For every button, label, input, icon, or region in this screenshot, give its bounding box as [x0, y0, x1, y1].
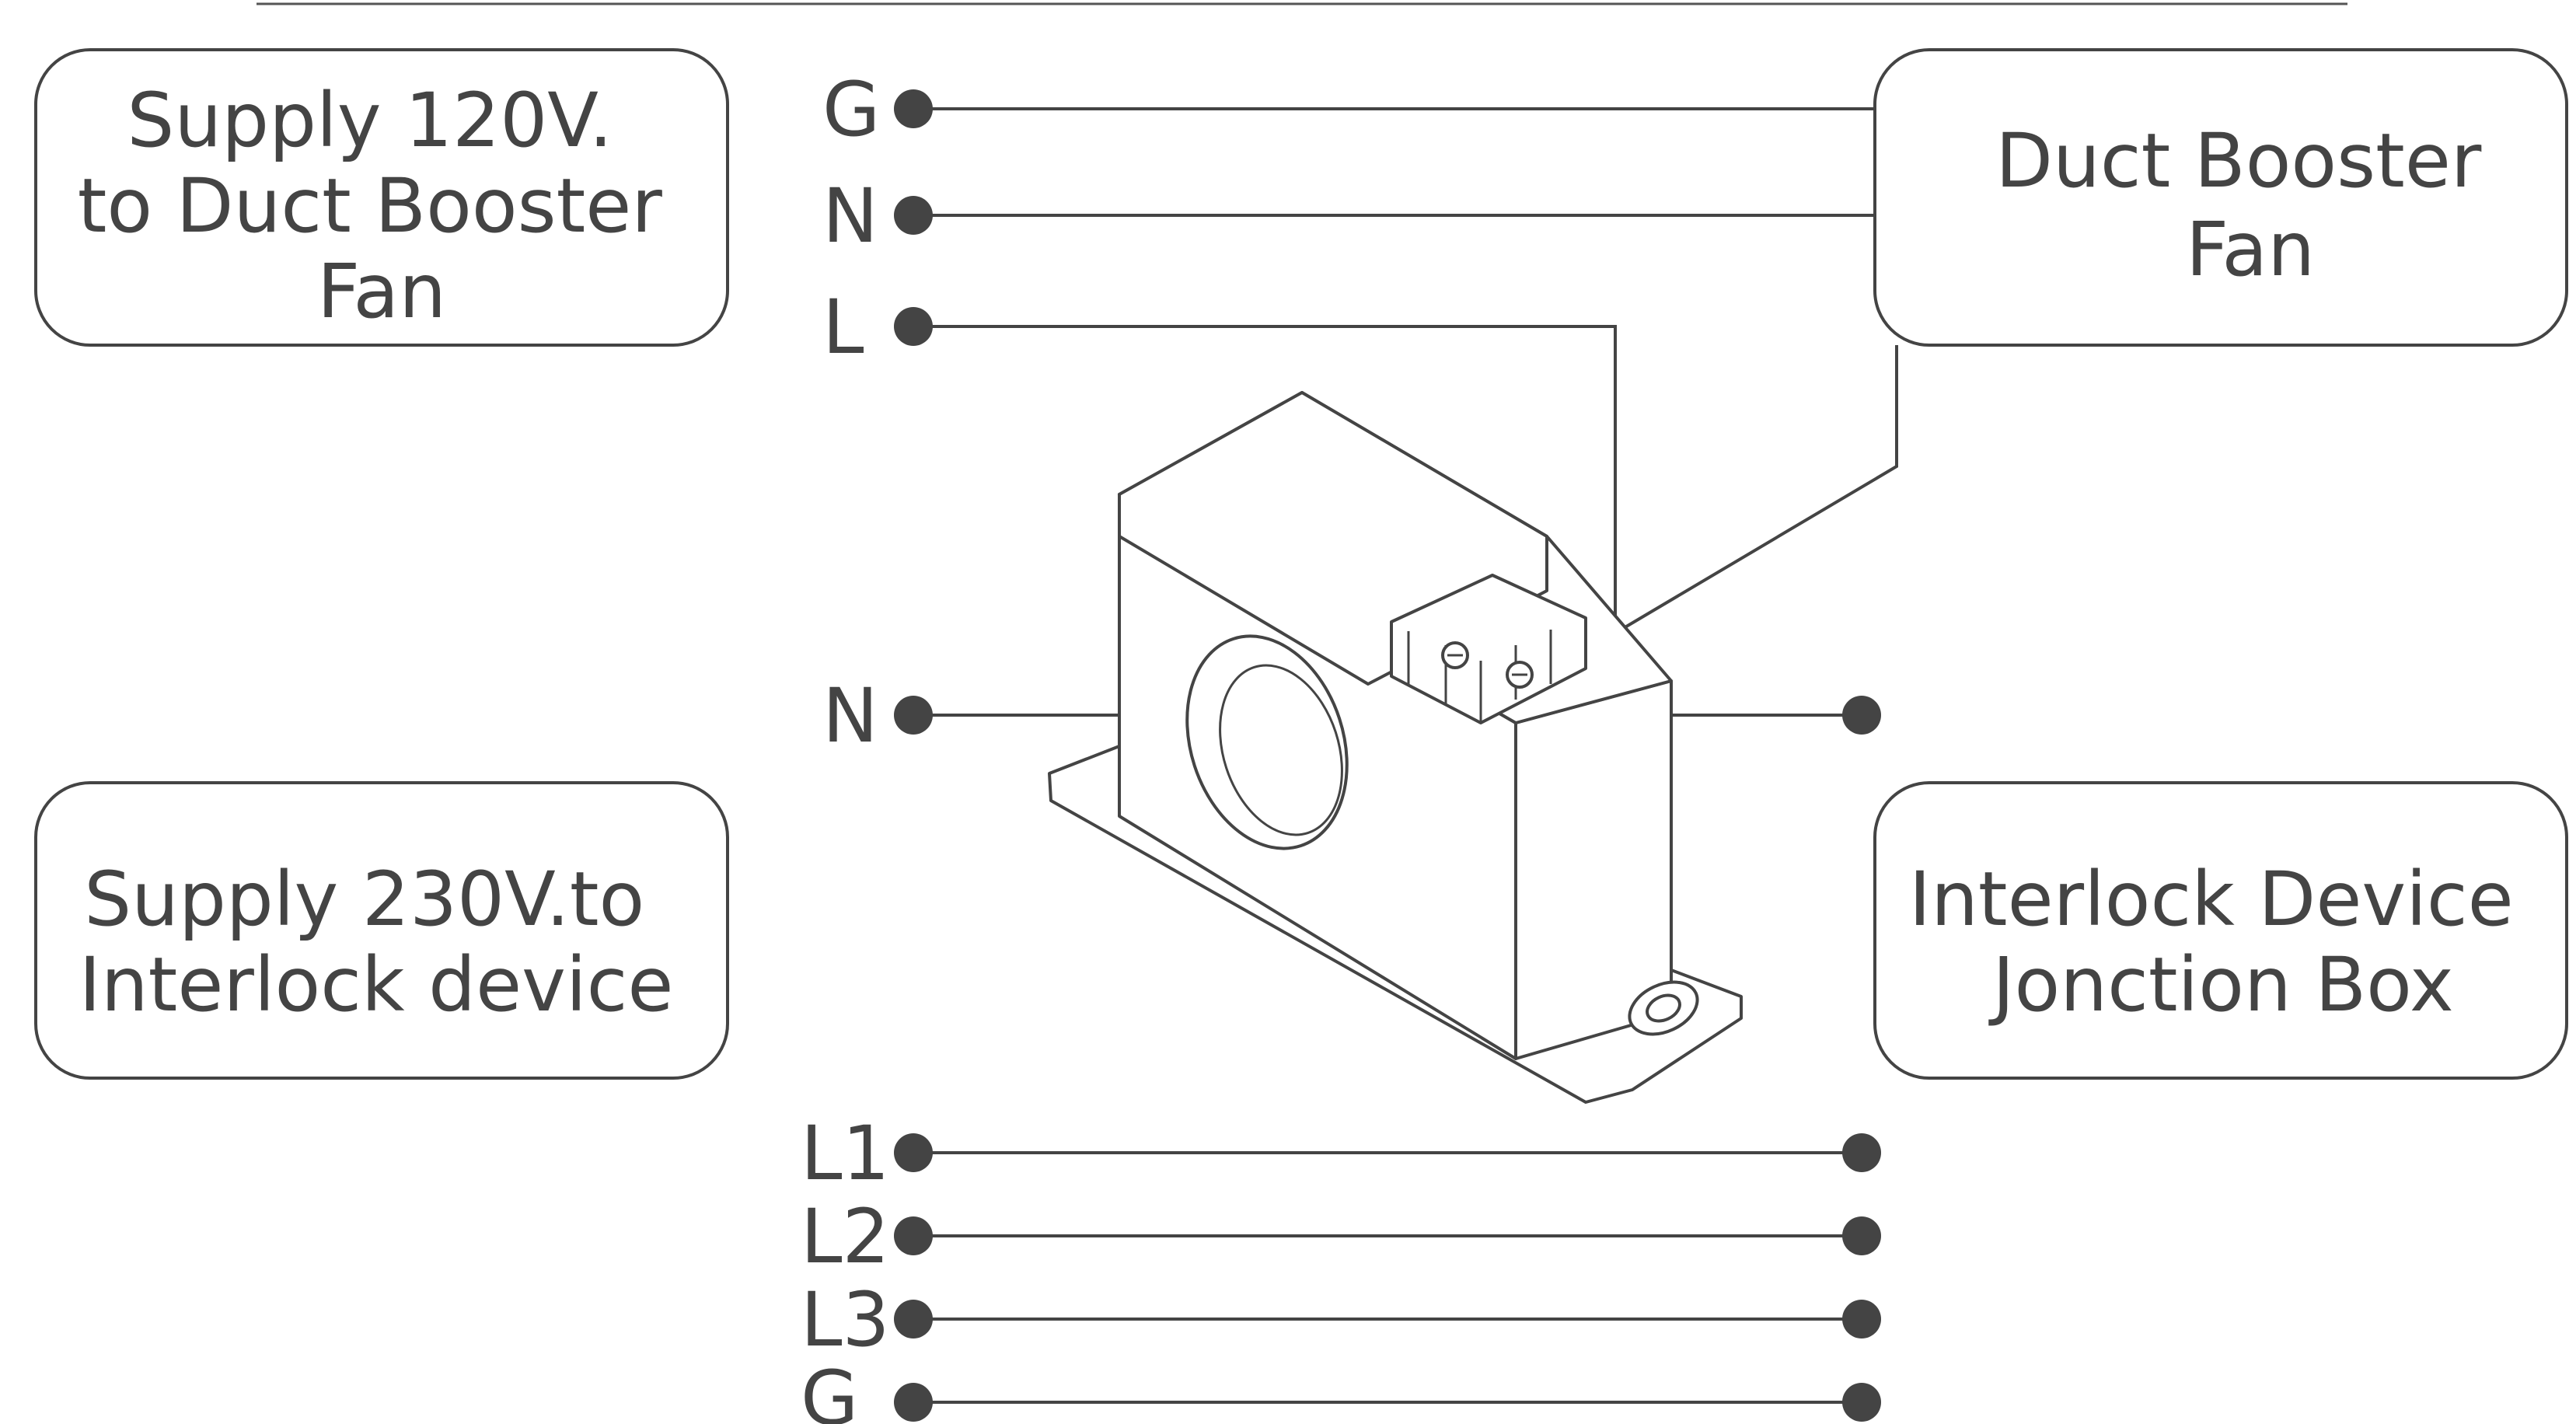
terminal-dot-l2-left	[894, 1216, 933, 1255]
terminal-dot-l2-right	[1842, 1216, 1881, 1255]
label-top-n: N	[822, 173, 878, 260]
terminal-dot-mid-n-right	[1842, 696, 1881, 735]
wire-top-g	[894, 89, 1875, 128]
interlock-box-line-1: Interlock Device	[1909, 856, 2514, 943]
label-top-g: G	[822, 66, 880, 153]
supply-interlock-line-2: Interlock device	[79, 941, 674, 1028]
supply-fan-line-1: Supply 120V.	[127, 77, 613, 164]
terminal-dot-l3-right	[1842, 1300, 1881, 1338]
label-top-l: L	[822, 284, 864, 371]
svg-text:Supply 230V.to Interlock: Supply 230V.to Interlock device	[79, 856, 674, 1028]
duct-booster-fan-box: Duct Booster Fan	[1873, 48, 2568, 347]
terminal-dot-mid-n-left	[894, 696, 933, 735]
label-bottom-g: G	[801, 1355, 858, 1424]
terminal-dot-l1-right	[1842, 1133, 1881, 1172]
supply-fan-line-2: to Duct Booster	[78, 162, 663, 250]
wire-l1	[894, 1133, 1881, 1172]
terminal-dot-l1-left	[894, 1133, 933, 1172]
svg-text:Duct Booster Fan: Duct Booster Fan	[1995, 117, 2505, 293]
terminal-dot-top-g	[894, 89, 933, 128]
supply-interlock-line-1: Supply 230V.to	[84, 856, 644, 943]
interlock-box-line-2: Jonction Box	[1988, 941, 2454, 1028]
interlock-box: Interlock Device Jonction Box	[1873, 781, 2568, 1080]
supply-fan-box: Supply 120V. to Duct Booster Fan	[34, 48, 729, 347]
supply-fan-line-3: Fan	[317, 248, 446, 335]
label-l3: L3	[801, 1276, 890, 1363]
svg-text:Interlock Device Jonctio: Interlock Device Jonction Box	[1909, 856, 2537, 1028]
wire-l3	[894, 1300, 1881, 1338]
svg-text:Supply 120V. to Duct Boo: Supply 120V. to Duct Booster Fan	[78, 77, 686, 335]
terminal-dot-top-l	[894, 307, 933, 346]
label-mid-n: N	[822, 672, 878, 759]
label-l2: L2	[801, 1193, 890, 1280]
wire-bottom-g	[894, 1383, 1881, 1422]
wire-top-n	[894, 196, 1875, 235]
duct-booster-fan-line-2: Fan	[2186, 206, 2315, 293]
supply-interlock-box: Supply 230V.to Interlock device	[34, 781, 729, 1080]
label-l1: L1	[801, 1110, 890, 1197]
terminal-dot-l3-left	[894, 1300, 933, 1338]
terminal-dot-bottom-g-left	[894, 1383, 933, 1422]
wire-l2	[894, 1216, 1881, 1255]
current-sensor-device	[1048, 391, 1743, 1104]
terminal-dot-bottom-g-right	[1842, 1383, 1881, 1422]
terminal-dot-top-n	[894, 196, 933, 235]
duct-booster-fan-line-1: Duct Booster	[1995, 117, 2482, 204]
